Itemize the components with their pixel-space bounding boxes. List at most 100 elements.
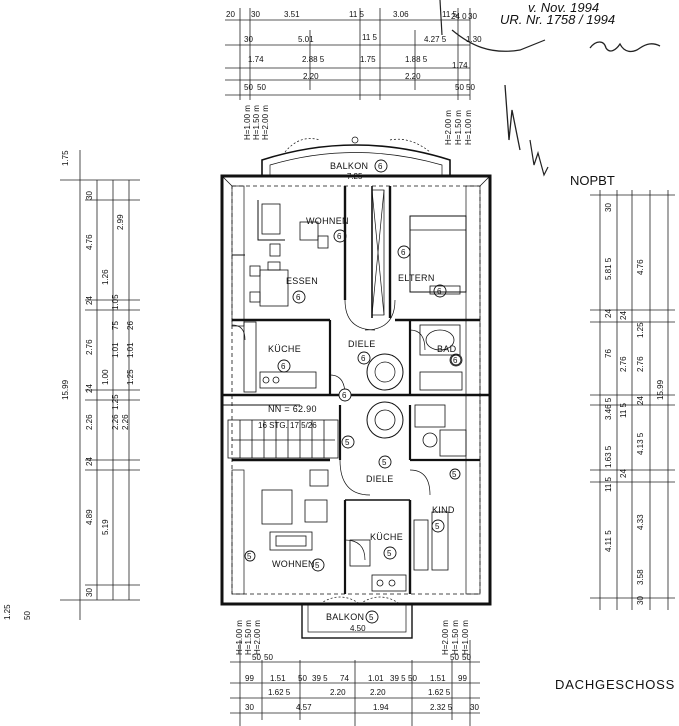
svg-text:5: 5 [315,561,320,570]
svg-text:2.76: 2.76 [619,356,628,372]
svg-text:50: 50 [462,653,471,662]
svg-text:30: 30 [604,203,613,212]
balcony-bottom-dimension: 4.50 [350,624,366,633]
room-kind: KIND [432,505,455,515]
svg-text:H=1.50 m: H=1.50 m [454,110,463,145]
svg-text:11 5: 11 5 [349,10,365,19]
svg-text:5: 5 [247,552,252,561]
svg-text:4.76: 4.76 [85,234,94,250]
room-diele-lower: DIELE [366,474,394,484]
handwritten-notes: v. Nov. 1994 UR. Nr. 1758 / 1994 NOPBT [439,0,661,188]
svg-text:20: 20 [226,10,235,19]
handwritten-document-number: UR. Nr. 1758 / 1994 [500,12,615,27]
svg-text:4.76: 4.76 [636,259,645,275]
svg-text:30: 30 [245,703,254,712]
svg-text:2.32 5: 2.32 5 [430,703,453,712]
svg-text:2.76: 2.76 [85,339,94,355]
svg-text:30: 30 [636,596,645,605]
svg-text:1.94: 1.94 [373,703,389,712]
svg-text:1.26: 1.26 [101,269,110,285]
svg-text:30: 30 [468,12,477,21]
svg-text:1.51: 1.51 [270,674,286,683]
balcony-bottom [301,596,413,639]
svg-text:6: 6 [453,356,458,365]
right-dimension-labels: 30 5.81 5 24 76 2.76 3.46 5 1.63 5 11 5 … [604,203,665,605]
room-kueche-upper: KÜCHE [268,344,301,354]
svg-text:5.19: 5.19 [101,519,110,535]
top-dimension-chain [225,8,471,100]
svg-text:5: 5 [345,438,350,447]
svg-text:76: 76 [604,349,613,358]
svg-text:11 5: 11 5 [619,402,628,418]
svg-text:2.20: 2.20 [370,688,386,697]
svg-text:3.06: 3.06 [393,10,409,19]
svg-text:50: 50 [252,653,261,662]
svg-text:30: 30 [251,10,260,19]
svg-text:4.11 5: 4.11 5 [604,530,613,552]
svg-text:99: 99 [458,674,467,683]
bottom-dimension-labels: 50 50 50 50 99 1.51 50 39 5 74 1.01 39 5… [245,653,479,712]
svg-text:6: 6 [337,232,342,241]
svg-text:50: 50 [244,83,253,92]
svg-text:1.63 5: 1.63 5 [604,445,613,468]
handwritten-date: v. Nov. 1994 [528,0,599,15]
svg-text:24: 24 [604,309,613,318]
svg-text:2.20: 2.20 [330,688,346,697]
svg-text:99: 99 [245,674,254,683]
handwritten-check-note: NOPBT [570,173,615,188]
svg-text:4.57: 4.57 [296,703,312,712]
svg-text:50: 50 [264,653,273,662]
svg-text:11 5: 11 5 [604,476,613,492]
lower-room-labels: DIELE KIND 5 KÜCHE 5 WOHNEN 5 5 [244,474,455,572]
svg-text:50: 50 [466,83,475,92]
stair-spec-label: 16 STG. 17.5/26 [258,421,317,430]
svg-text:4.13 5: 4.13 5 [636,432,645,455]
svg-text:5: 5 [435,522,440,531]
svg-text:1.62 5: 1.62 5 [268,688,291,697]
svg-text:6: 6 [342,391,347,400]
svg-text:24: 24 [619,469,628,478]
svg-text:5.01: 5.01 [298,35,314,44]
svg-text:H=1.00 m: H=1.00 m [243,105,252,140]
svg-text:6: 6 [361,354,366,363]
svg-text:1.51: 1.51 [430,674,446,683]
svg-text:2.26: 2.26 [85,414,94,430]
svg-text:15.99: 15.99 [61,379,70,400]
lower-door-swings [339,459,431,561]
upper-unit-furniture [243,200,467,393]
svg-text:4.27 5: 4.27 5 [424,35,447,44]
balcony-top-label: BALKON [330,161,368,171]
svg-text:1.74: 1.74 [248,55,264,64]
svg-text:5: 5 [387,549,392,558]
svg-text:2.20: 2.20 [303,72,319,81]
svg-text:2.76: 2.76 [636,356,645,372]
stairwell [227,401,467,459]
svg-text:50: 50 [408,674,417,683]
room-wohnen-upper: WOHNEN [306,216,349,226]
svg-text:H=1.00 m: H=1.00 m [461,620,470,655]
room-eltern: ELTERN [398,273,435,283]
svg-text:75: 75 [111,321,120,330]
svg-text:4.33: 4.33 [636,514,645,530]
svg-text:5: 5 [452,470,457,479]
svg-text:50: 50 [455,83,464,92]
svg-text:2.99: 2.99 [116,214,125,230]
balcony-top [261,136,451,176]
svg-text:2.20: 2.20 [405,72,421,81]
svg-text:50: 50 [298,674,307,683]
svg-text:24: 24 [85,384,94,393]
svg-text:6: 6 [281,362,286,371]
svg-text:H=1.50 m: H=1.50 m [451,620,460,655]
svg-text:50: 50 [257,83,266,92]
svg-text:1.25: 1.25 [126,369,135,385]
svg-text:H=2.00 m: H=2.00 m [261,105,270,140]
svg-text:30: 30 [85,588,94,597]
svg-text:6: 6 [378,162,383,171]
svg-text:H=2.00 m: H=2.00 m [253,620,262,655]
svg-text:1.25: 1.25 [636,322,645,338]
svg-text:30: 30 [85,191,94,200]
svg-text:39 5: 39 5 [312,674,328,683]
svg-text:11 5: 11 5 [442,10,458,19]
svg-text:1.01: 1.01 [368,674,384,683]
